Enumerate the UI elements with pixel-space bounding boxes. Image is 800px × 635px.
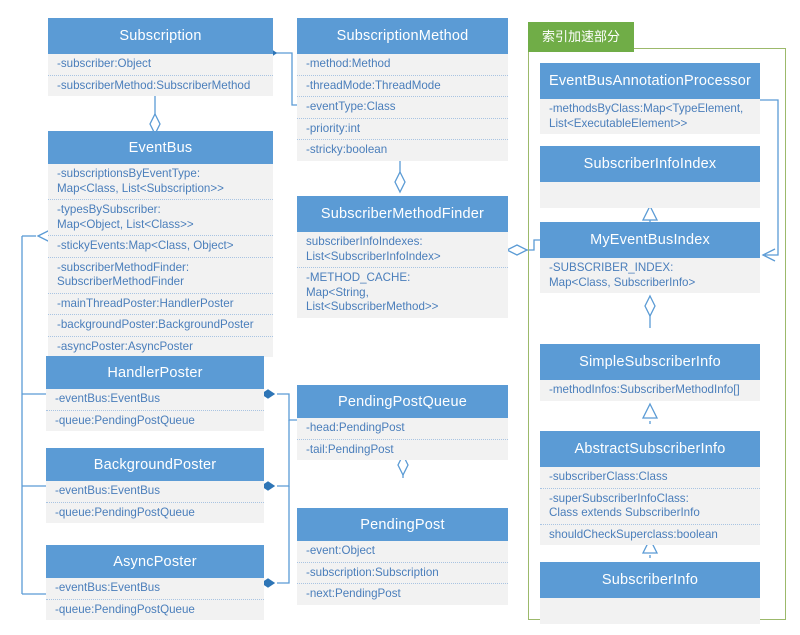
class-box-pendingpost[interactable]: PendingPost -event:Object -subscription:… <box>297 508 508 605</box>
class-attribute: -subscription:Subscription <box>297 563 508 584</box>
class-box-simplesubscriberinfo[interactable]: SimpleSubscriberInfo -methodInfos:Subscr… <box>540 344 760 401</box>
wire-asyncposter-queue <box>277 486 290 584</box>
class-box-backgroundposter[interactable]: BackgroundPoster -eventBus:EventBus -que… <box>46 448 264 523</box>
class-attribute: -queue:PendingPostQueue <box>55 413 195 427</box>
class-title-myeventbusindex: MyEventBusIndex <box>540 222 760 258</box>
class-attribute: -eventType:Class <box>297 97 508 119</box>
class-attribute: -event:Object <box>297 541 508 563</box>
class-box-subscriberinfoindex[interactable]: SubscriberInfoIndex <box>540 146 760 208</box>
class-body-backgroundposter: -eventBus:EventBus -queue:PendingPostQue… <box>46 481 264 523</box>
class-title-simplesubscriberinfo: SimpleSubscriberInfo <box>540 344 760 380</box>
class-attribute: -queue:PendingPostQueue <box>55 602 195 616</box>
class-title-handlerposter: HandlerPoster <box>46 356 264 389</box>
class-attribute: -eventBus:EventBus <box>46 578 264 600</box>
class-attribute: -head:PendingPost <box>297 418 508 440</box>
class-title-pendingpostqueue: PendingPostQueue <box>297 385 508 418</box>
class-attribute: subscriberInfoIndexes: List<SubscriberIn… <box>297 232 508 268</box>
class-body-pendingpost: -event:Object -subscription:Subscription… <box>297 541 508 605</box>
class-box-subscribermethodfinder[interactable]: SubscriberMethodFinder subscriberInfoInd… <box>297 196 508 318</box>
class-box-asyncposter[interactable]: AsyncPoster -eventBus:EventBus -queue:Pe… <box>46 545 264 620</box>
class-attribute: -queue:PendingPostQueue <box>55 505 195 519</box>
class-title-subscriptionmethod: SubscriptionMethod <box>297 18 508 54</box>
class-body-eventbusannotationprocessor: -methodsByClass:Map<TypeElement, List<Ex… <box>540 99 760 134</box>
class-body-simplesubscriberinfo: -methodInfos:SubscriberMethodInfo[] <box>540 380 760 401</box>
class-title-subscriberinfo: SubscriberInfo <box>540 562 760 598</box>
class-body-subscription: -subscriber:Object -subscriberMethod:Sub… <box>48 54 273 96</box>
class-box-handlerposter[interactable]: HandlerPoster -eventBus:EventBus -queue:… <box>46 356 264 431</box>
class-attribute: -methodsByClass:Map<TypeElement, List<Ex… <box>549 102 744 130</box>
diamond-hollow-finder <box>394 170 406 194</box>
class-attribute: -METHOD_CACHE: Map<String, List<Subscrib… <box>306 271 439 313</box>
class-attribute: shouldCheckSuperclass:boolean <box>549 527 718 541</box>
class-title-pendingpost: PendingPost <box>297 508 508 541</box>
class-attribute: -subscriberMethodFinder: SubscriberMetho… <box>48 258 273 294</box>
class-title-subscriberinfoindex: SubscriberInfoIndex <box>540 146 760 182</box>
class-title-abstractsubscriberinfo: AbstractSubscriberInfo <box>540 431 760 467</box>
class-body-pendingpostqueue: -head:PendingPost -tail:PendingPost <box>297 418 508 460</box>
class-attribute: -methodInfos:SubscriberMethodInfo[] <box>549 383 740 396</box>
class-title-backgroundposter: BackgroundPoster <box>46 448 264 481</box>
class-attribute: -stricky:boolean <box>306 143 388 156</box>
class-attribute: -typesBySubscriber: Map<Object, List<Cla… <box>48 200 273 236</box>
class-attribute: -eventBus:EventBus <box>46 389 264 411</box>
class-body-subscriberinfo <box>540 598 760 624</box>
class-box-pendingpostqueue[interactable]: PendingPostQueue -head:PendingPost -tail… <box>297 385 508 460</box>
class-body-handlerposter: -eventBus:EventBus -queue:PendingPostQue… <box>46 389 264 431</box>
class-attribute: -SUBSCRIBER_INDEX: Map<Class, Subscriber… <box>549 261 696 289</box>
class-title-eventbus: EventBus <box>48 131 273 164</box>
class-box-subscriptionmethod[interactable]: SubscriptionMethod -method:Method -threa… <box>297 18 508 161</box>
class-attribute: -mainThreadPoster:HandlerPoster <box>48 294 273 315</box>
group-label-index-acceleration: 索引加速部分 <box>528 22 635 52</box>
class-attribute: -asyncPoster:AsyncPoster <box>57 339 193 353</box>
class-attribute: -superSubscriberInfoClass: Class extends… <box>540 489 760 525</box>
class-attribute: -next:PendingPost <box>306 587 401 600</box>
class-body-myeventbusindex: -SUBSCRIBER_INDEX: Map<Class, Subscriber… <box>540 258 760 293</box>
class-box-myeventbusindex[interactable]: MyEventBusIndex -SUBSCRIBER_INDEX: Map<C… <box>540 222 760 293</box>
class-box-subscriberinfo[interactable]: SubscriberInfo <box>540 562 760 624</box>
class-title-eventbusannotationprocessor: EventBusAnnotationProcessor <box>540 63 760 99</box>
diamond-hollow-finder-index <box>505 244 529 256</box>
class-attribute: -subscriptionsByEventType: Map<Class, Li… <box>48 164 273 200</box>
class-attribute: -backgroundPoster:BackgroundPoster <box>48 315 273 337</box>
class-box-abstractsubscriberinfo[interactable]: AbstractSubscriberInfo -subscriberClass:… <box>540 431 760 545</box>
class-body-subscriberinfoindex <box>540 182 760 208</box>
class-attribute: -threadMode:ThreadMode <box>297 76 508 97</box>
class-body-asyncposter: -eventBus:EventBus -queue:PendingPostQue… <box>46 578 264 620</box>
class-attribute: -tail:PendingPost <box>306 442 394 456</box>
wire-subscription-subscriptionmethod <box>273 52 297 106</box>
class-body-eventbus: -subscriptionsByEventType: Map<Class, Li… <box>48 164 273 357</box>
class-attribute: -subscriberMethod:SubscriberMethod <box>57 78 251 92</box>
class-attribute: -method:Method <box>297 54 508 76</box>
class-box-eventbusannotationprocessor[interactable]: EventBusAnnotationProcessor -methodsByCl… <box>540 63 760 134</box>
class-attribute: -priority:int <box>297 119 508 140</box>
class-title-asyncposter: AsyncPoster <box>46 545 264 578</box>
class-attribute: -subscriberClass:Class <box>540 467 760 489</box>
class-body-subscriptionmethod: -method:Method -threadMode:ThreadMode -e… <box>297 54 508 161</box>
wire-handlerposter-queue <box>277 393 297 421</box>
class-box-subscription[interactable]: Subscription -subscriber:Object -subscri… <box>48 18 273 96</box>
class-title-subscribermethodfinder: SubscriberMethodFinder <box>297 196 508 232</box>
class-body-subscribermethodfinder: subscriberInfoIndexes: List<SubscriberIn… <box>297 232 508 318</box>
wire-backgroundposter-queue <box>277 420 290 487</box>
class-title-subscription: Subscription <box>48 18 273 54</box>
class-body-abstractsubscriberinfo: -subscriberClass:Class -superSubscriberI… <box>540 467 760 545</box>
class-box-eventbus[interactable]: EventBus -subscriptionsByEventType: Map<… <box>48 131 273 357</box>
class-attribute: -eventBus:EventBus <box>46 481 264 503</box>
class-attribute: -subscriber:Object <box>48 54 273 76</box>
class-attribute: -stickyEvents:Map<Class, Object> <box>48 236 273 258</box>
